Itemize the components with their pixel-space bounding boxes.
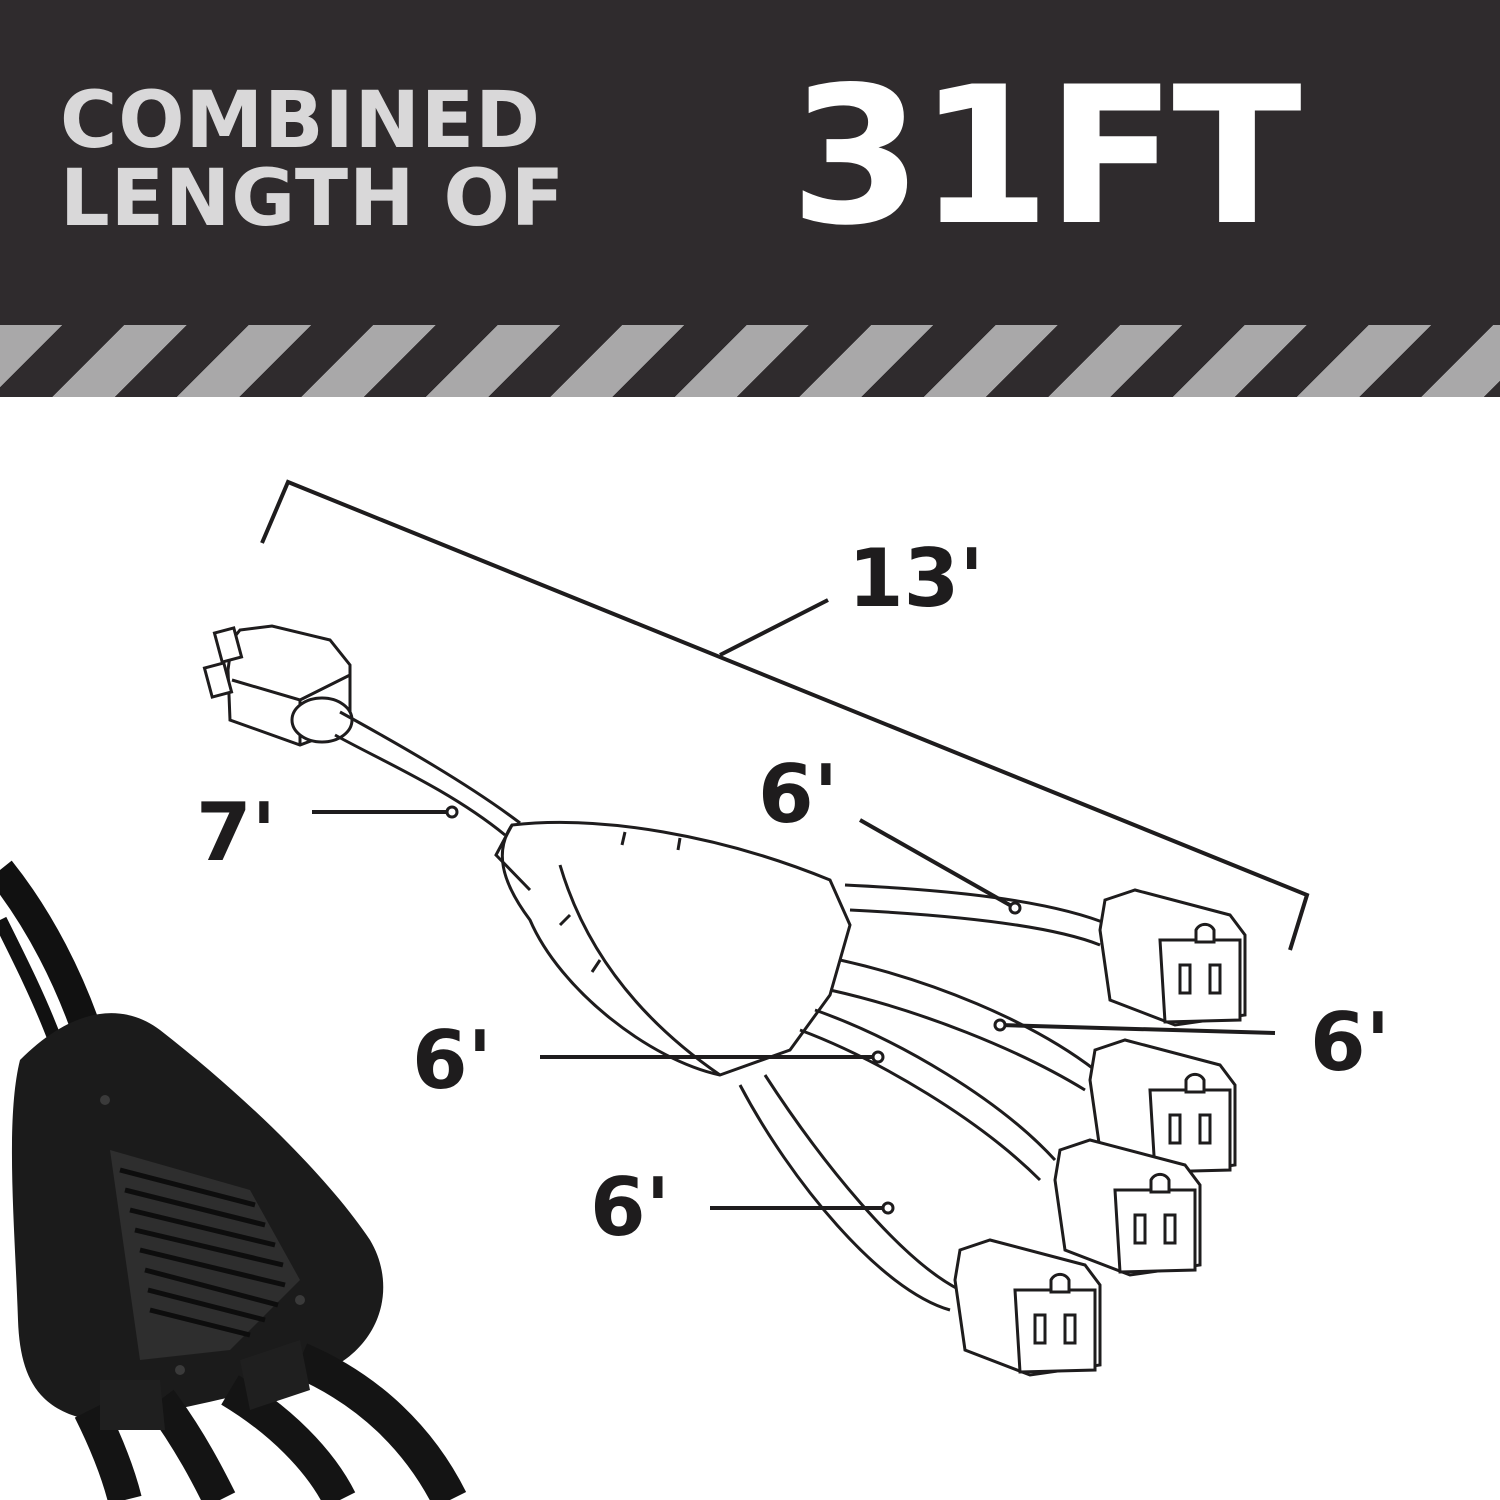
cord-line-art [202,479,1310,1377]
label-outlet-1: 6' [758,748,838,841]
total-span-bracket [260,479,1310,951]
label-main-cord: 7' [196,786,276,879]
headline-line1: COMBINED [60,76,541,166]
splitter-diagram: 13' 7' 6' 6' 6' 6' [0,479,1390,1500]
splitter-body-icon [500,820,852,1077]
leader-lines [312,810,1276,1210]
label-outlet-4: 6' [590,1161,670,1254]
headline-line2: LENGTH OF [60,154,566,244]
outlet-2-icon [1088,1038,1237,1177]
label-total-span: 13' [848,532,984,625]
total-span-leader [719,598,829,657]
label-outlet-3: 6' [412,1014,492,1107]
splitter-photo [0,860,467,1500]
hazard-stripes [0,325,1500,397]
outlet-4-icon [953,1238,1102,1377]
label-outlet-2: 6' [1310,996,1390,1089]
outlet-3-icon [1053,1138,1202,1277]
headline: COMBINED LENGTH OF [60,82,760,238]
total-length: 31FT [790,46,1302,267]
plug-icon [202,624,354,747]
outlet-1-icon [1098,888,1247,1027]
header-banner: COMBINED LENGTH OF 31FT [0,0,1500,325]
